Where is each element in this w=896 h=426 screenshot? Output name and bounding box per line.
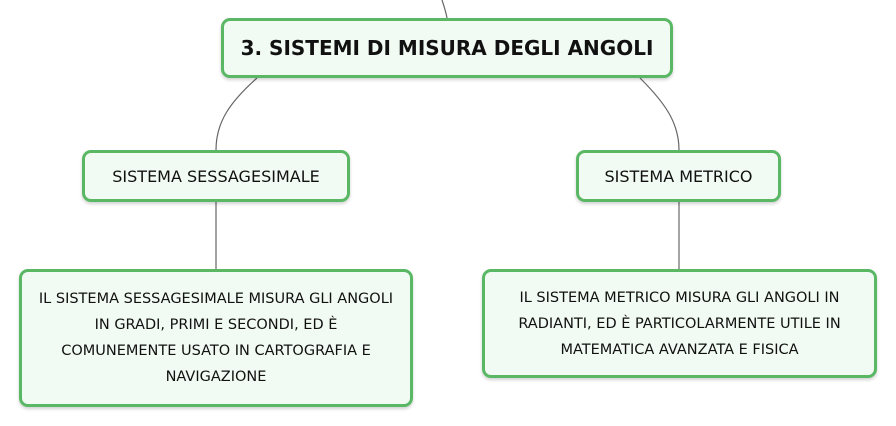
node-sessagesimale-detail[interactable]: IL SISTEMA SESSAGESIMALE MISURA GLI ANGO… [19,269,413,407]
connector-from-parent [441,0,448,19]
connector-root-to-metrico [639,77,680,151]
node-metrico-detail-text: IL SISTEMA METRICO MISURA GLI ANGOLI IN … [518,289,841,358]
connector-root-to-sessagesimale [215,77,258,151]
root-node-label: 3. SISTEMI DI MISURA DEGLI ANGOLI [240,36,654,60]
node-sistema-sessagesimale[interactable]: SISTEMA SESSAGESIMALE [82,150,350,202]
node-sistema-sessagesimale-label: SISTEMA SESSAGESIMALE [112,166,320,186]
node-metrico-detail[interactable]: IL SISTEMA METRICO MISURA GLI ANGOLI IN … [482,269,877,378]
node-sessagesimale-detail-text: IL SISTEMA SESSAGESIMALE MISURA GLI ANGO… [38,291,394,385]
root-node[interactable]: 3. SISTEMI DI MISURA DEGLI ANGOLI [221,18,673,78]
node-sistema-metrico-label: SISTEMA METRICO [604,166,753,186]
node-sistema-metrico[interactable]: SISTEMA METRICO [576,150,781,202]
